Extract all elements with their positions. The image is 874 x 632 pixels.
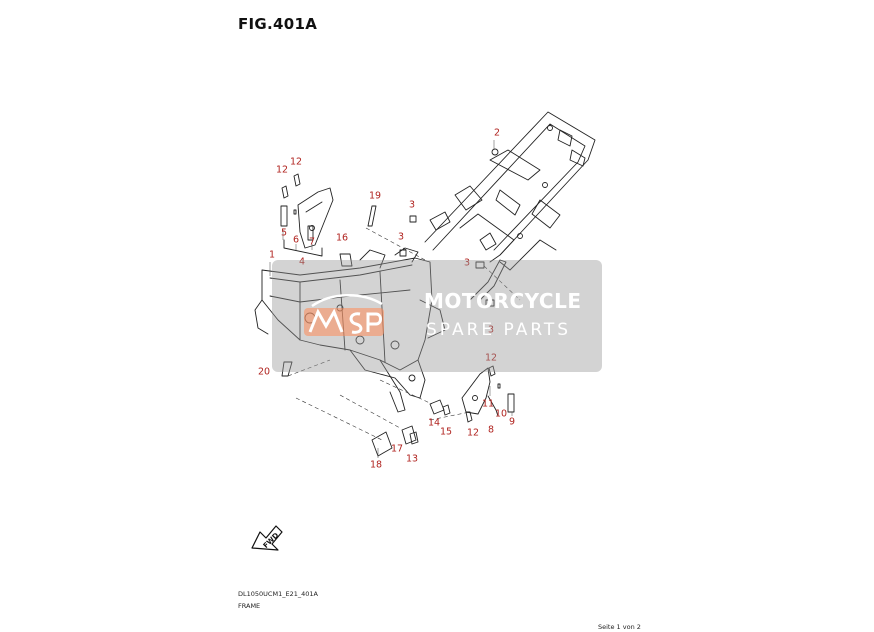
callout-3[interactable]: 3: [487, 324, 495, 336]
rear-subframe: [424, 111, 596, 303]
callout-3[interactable]: 3: [463, 257, 471, 269]
diagram-code: DL1050UCM1_E21_401A: [238, 590, 318, 598]
callout-13[interactable]: 13: [405, 453, 419, 465]
callout-16[interactable]: 16: [335, 232, 349, 244]
hardware-parts: [281, 205, 495, 457]
callout-12[interactable]: 12: [289, 156, 303, 168]
callout-17[interactable]: 17: [390, 443, 404, 455]
left-bracket-assembly: [280, 173, 334, 257]
callout-10[interactable]: 10: [494, 408, 508, 420]
callout-6[interactable]: 6: [292, 234, 300, 246]
page-indicator: Seite 1 von 2: [598, 623, 641, 631]
callout-20[interactable]: 20: [257, 366, 271, 378]
watermark-line1: MOTORCYCLE: [424, 289, 582, 313]
callout-9[interactable]: 9: [508, 416, 516, 428]
callout-15[interactable]: 15: [439, 426, 453, 438]
callout-5[interactable]: 5: [280, 227, 288, 239]
figure-title: FIG.401A: [238, 15, 318, 33]
right-bracket-assembly: [461, 365, 515, 423]
callout-14[interactable]: 14: [427, 417, 441, 429]
callout-11[interactable]: 11: [481, 398, 495, 410]
msp-logo-icon: [304, 294, 384, 336]
diagram-name: FRAME: [238, 602, 261, 610]
callout-4[interactable]: 4: [298, 256, 306, 268]
callout-3[interactable]: 3: [408, 199, 416, 211]
callout-1[interactable]: 1: [268, 249, 276, 261]
callout-12[interactable]: 12: [275, 164, 289, 176]
callout-2[interactable]: 2: [493, 127, 501, 139]
fwd-arrow-icon: FWD: [251, 525, 283, 551]
callout-19[interactable]: 19: [368, 190, 382, 202]
callout-3[interactable]: 3: [397, 231, 405, 243]
watermark-line2: SPARE PARTS: [426, 320, 572, 340]
callout-18[interactable]: 18: [369, 459, 383, 471]
callout-12[interactable]: 12: [466, 427, 480, 439]
callout-7[interactable]: 7: [308, 236, 316, 248]
watermark-overlay: MOTORCYCLE SPARE PARTS: [272, 260, 602, 372]
callout-8[interactable]: 8: [487, 424, 495, 436]
callout-12[interactable]: 12: [484, 352, 498, 364]
